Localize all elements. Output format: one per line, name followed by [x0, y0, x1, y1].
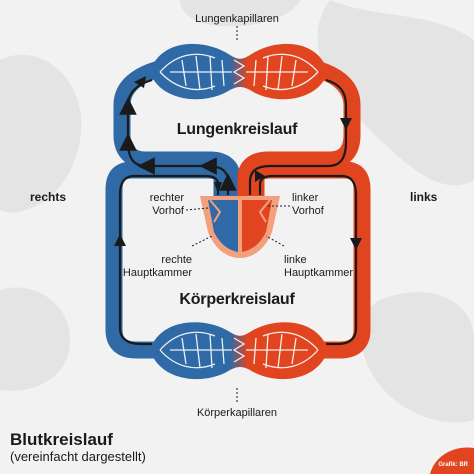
flow-line-pulmonary-left — [119, 78, 237, 195]
leader-line — [265, 235, 285, 247]
left-ventricle-label: linke Hauptkammer — [284, 254, 354, 279]
graphic-credit: Grafik: BR — [438, 462, 468, 468]
flow-arrow-icon — [114, 234, 126, 246]
flow-arrow-icon — [214, 182, 222, 194]
background-blob — [0, 54, 82, 213]
flow-line-systemic-left — [118, 174, 220, 346]
body-capillary-bed — [150, 322, 328, 380]
leader-line — [191, 235, 213, 247]
flow-line-pulmonary-right — [248, 78, 348, 195]
figure-title: Blutkreislauf — [10, 430, 113, 449]
body-capillaries-label: Körperkapillaren — [196, 407, 278, 419]
background-blob — [317, 0, 474, 186]
pulmonary-circulation-label: Lungenkreislauf — [176, 121, 298, 138]
flow-arrow-icon — [340, 118, 352, 130]
flow-arrow-icon — [134, 76, 146, 88]
right-ventricle-label: rechte Hauptkammer — [122, 254, 192, 279]
background-blob — [0, 287, 70, 391]
flow-arrow-icon — [350, 238, 362, 250]
background-blob — [361, 292, 474, 423]
background-blob — [180, 0, 300, 27]
right-heart-chamber — [208, 200, 238, 252]
lung-capillary-bed — [150, 43, 328, 100]
left-heart-chamber — [242, 200, 272, 252]
heart — [200, 196, 280, 258]
pulmonary-vein-vessel — [237, 57, 361, 205]
figure-subtitle: (vereinfacht dargestellt) — [10, 449, 146, 464]
aorta-vessel — [247, 161, 371, 359]
left-atrium-label: linker Vorhof — [292, 192, 324, 217]
flow-line-systemic-right — [258, 174, 358, 346]
systemic-circulation-label: Körperkreislauf — [179, 291, 295, 308]
lung-capillaries-label: Lungenkapillaren — [195, 13, 279, 25]
flow-arrow-icon — [255, 170, 265, 182]
right-side-label: rechts — [30, 190, 67, 204]
right-atrium-label: rechter Vorhof — [149, 192, 184, 217]
left-side-label: links — [410, 190, 438, 204]
figure-caption: Blutkreislauf (vereinfacht dargestellt) — [10, 430, 146, 465]
corner-accent — [430, 447, 474, 474]
